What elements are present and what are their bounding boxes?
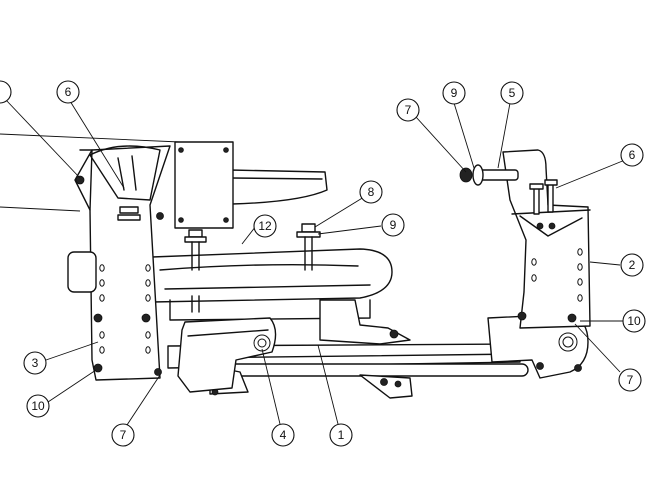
- part-3-left-plate: [67, 145, 171, 381]
- svg-text:10: 10: [627, 314, 641, 328]
- callout-12: 12: [253, 214, 277, 238]
- callout-8: 8: [359, 180, 383, 204]
- control-box: [174, 141, 234, 229]
- svg-text:7: 7: [120, 428, 127, 442]
- left-plate-holes: [99, 264, 151, 354]
- callout-6-left: 6: [56, 80, 80, 104]
- right-plate-holes: [531, 248, 583, 302]
- svg-text:8: 8: [368, 185, 375, 199]
- callout-7-bottom: 7: [111, 423, 135, 447]
- callout-7-right: 7: [618, 368, 642, 392]
- svg-text:3: 3: [32, 356, 39, 370]
- callout-2: 2: [620, 253, 644, 277]
- svg-text:6: 6: [65, 85, 72, 99]
- svg-text:1: 1: [338, 428, 345, 442]
- left-plate-bolt: [184, 229, 207, 313]
- right-yoke: [487, 313, 589, 379]
- part-8-bolt: [296, 223, 321, 271]
- svg-text:7: 7: [405, 103, 412, 117]
- callout-9-mid: 9: [381, 213, 405, 237]
- svg-text:12: 12: [258, 219, 272, 233]
- callout-5: 5: [500, 81, 524, 105]
- leader-lines: [5, 99, 626, 426]
- svg-text:9: 9: [390, 218, 397, 232]
- svg-text:9: 9: [451, 86, 458, 100]
- part-2-right-plate: [502, 149, 591, 329]
- svg-text:10: 10: [31, 399, 45, 413]
- callout-partial: [0, 80, 12, 104]
- svg-text:6: 6: [629, 148, 636, 162]
- callout-3: 3: [23, 351, 47, 375]
- svg-text:5: 5: [509, 86, 516, 100]
- svg-text:2: 2: [629, 258, 636, 272]
- callout-6-right: 6: [620, 143, 644, 167]
- callout-10-right: 10: [622, 309, 646, 333]
- callout-7-top: 7: [396, 98, 420, 122]
- svg-text:4: 4: [280, 428, 287, 442]
- callout-10-left: 10: [26, 394, 50, 418]
- upper-tray: [229, 169, 328, 229]
- left-yoke: [177, 299, 411, 393]
- callout-1: 1: [329, 423, 353, 447]
- svg-text:7: 7: [627, 373, 634, 387]
- callout-9-top: 9: [442, 81, 466, 105]
- callout-4: 4: [271, 423, 295, 447]
- left-extension-lines: [0, 133, 181, 212]
- part-5-pin: [459, 164, 519, 186]
- callout-balloons: 6 9 5 7 6 8 12 9: [0, 80, 646, 447]
